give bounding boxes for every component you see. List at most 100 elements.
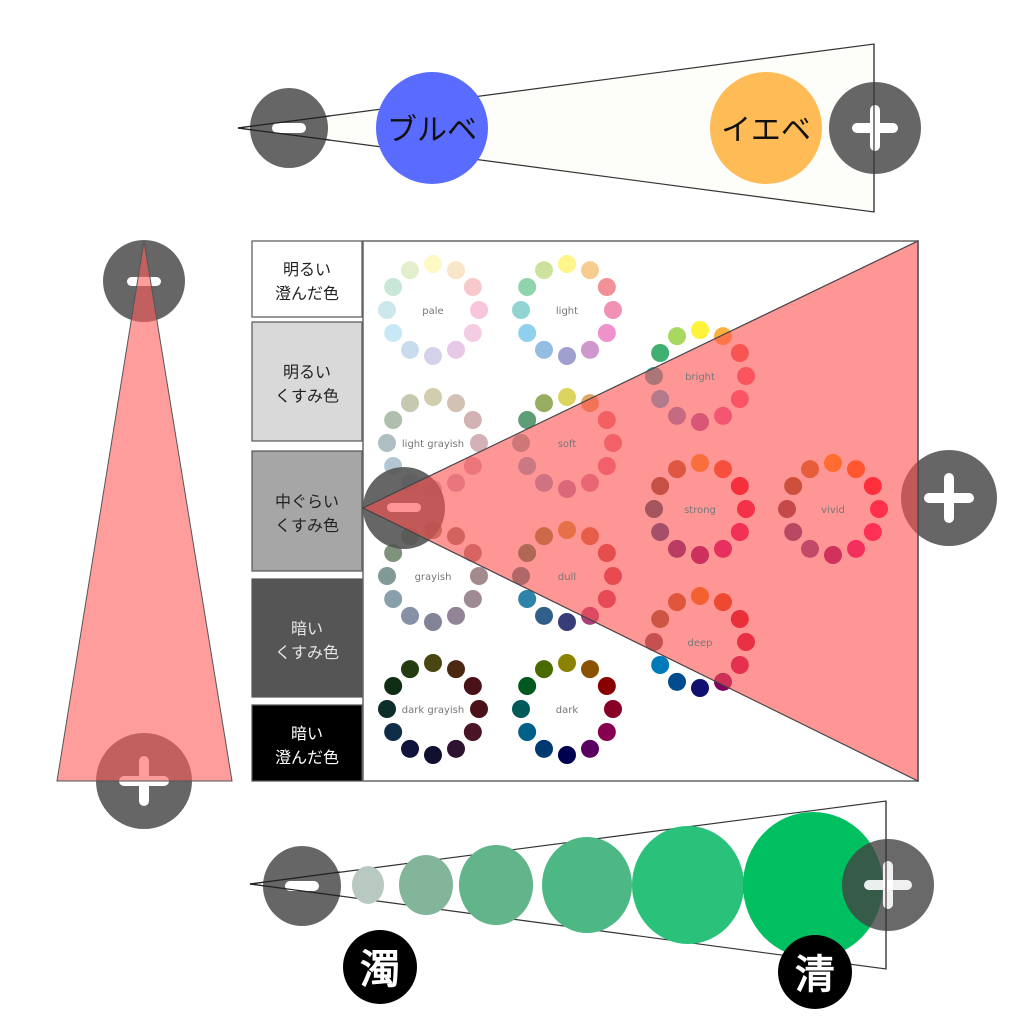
color-dot bbox=[378, 700, 396, 718]
brightness-wedge bbox=[56, 240, 233, 782]
brightness-label-line1: 中ぐらい bbox=[275, 492, 339, 511]
color-dot bbox=[384, 723, 403, 741]
color-dot bbox=[470, 301, 488, 319]
yellow-base-label: イエベ bbox=[721, 113, 811, 148]
color-dot bbox=[518, 723, 537, 741]
clarity-step-circle bbox=[743, 812, 883, 958]
clarity-step-circle bbox=[459, 845, 533, 925]
muddy-label: 濁 bbox=[360, 947, 400, 993]
blue-base-label: ブルベ bbox=[387, 113, 477, 148]
tone-wheel-label: dull bbox=[558, 572, 576, 583]
color-dot bbox=[668, 672, 686, 691]
tone-wheel-light bbox=[512, 255, 622, 365]
color-dot bbox=[384, 278, 403, 296]
plus-icon bbox=[901, 450, 997, 546]
brightness-label-line2: 澄んだ色 bbox=[275, 748, 339, 767]
color-dot bbox=[470, 434, 488, 452]
color-dot bbox=[463, 324, 482, 342]
brightness-label-line1: 暗い bbox=[291, 724, 323, 743]
color-dot bbox=[424, 613, 442, 631]
color-dot bbox=[651, 344, 670, 362]
clarity-steps bbox=[352, 812, 883, 958]
color-dot bbox=[535, 261, 553, 280]
tone-wheel-label: bright bbox=[685, 372, 715, 383]
color-dot bbox=[581, 739, 599, 758]
color-dot bbox=[581, 261, 599, 280]
tone-wheel-label: grayish bbox=[415, 572, 452, 583]
color-dot bbox=[463, 723, 482, 741]
color-dot bbox=[424, 347, 442, 365]
brightness-label-line2: くすみ色 bbox=[275, 643, 339, 662]
blue-yellow-base-scale: ブルベ イエベ bbox=[237, 43, 921, 213]
color-dot bbox=[447, 261, 465, 280]
tone-wheel-label: vivid bbox=[821, 505, 845, 516]
tone-wheel-label: strong bbox=[684, 505, 716, 516]
color-dot bbox=[447, 606, 465, 625]
brightness-label-line1: 明るい bbox=[283, 260, 331, 279]
color-dot bbox=[535, 606, 553, 625]
clarity-step-circle bbox=[352, 866, 384, 904]
color-dot bbox=[470, 567, 488, 585]
color-dot bbox=[401, 394, 419, 413]
color-dot bbox=[581, 340, 599, 359]
brightness-label-line1: 明るい bbox=[283, 363, 331, 382]
color-dot bbox=[558, 654, 576, 672]
color-dot bbox=[401, 606, 419, 625]
color-dot bbox=[558, 746, 576, 764]
tone-wheel-dark bbox=[512, 654, 622, 764]
color-dot bbox=[597, 723, 616, 741]
color-dot bbox=[384, 411, 403, 429]
color-dot bbox=[424, 654, 442, 672]
color-dot bbox=[535, 660, 553, 679]
color-dot bbox=[424, 746, 442, 764]
color-dot bbox=[384, 324, 403, 342]
color-dot bbox=[597, 324, 616, 342]
saturation-scale bbox=[361, 240, 997, 782]
color-dot bbox=[518, 590, 537, 608]
tone-wheel-label: pale bbox=[422, 306, 443, 317]
clear-badge bbox=[778, 935, 852, 1009]
clarity-scale: 濁 清 bbox=[249, 800, 934, 1009]
color-dot bbox=[604, 301, 622, 319]
color-dot bbox=[378, 434, 396, 452]
clear-label: 清 bbox=[795, 952, 835, 998]
tone-wheel-label: soft bbox=[558, 439, 577, 450]
color-dot bbox=[424, 255, 442, 273]
color-dot bbox=[378, 567, 396, 585]
color-dot bbox=[447, 739, 465, 758]
color-dot bbox=[691, 321, 709, 339]
color-dot bbox=[518, 677, 537, 695]
tone-wheel-label: dark bbox=[556, 705, 579, 716]
color-dot bbox=[384, 677, 403, 695]
color-dot bbox=[597, 677, 616, 695]
plus-icon bbox=[842, 839, 934, 931]
plus-icon bbox=[829, 82, 921, 174]
color-dot bbox=[518, 411, 537, 429]
color-dot bbox=[691, 679, 709, 697]
color-dot bbox=[424, 388, 442, 406]
tone-wheel-label: light bbox=[556, 306, 578, 317]
color-dot bbox=[401, 660, 419, 679]
color-dot bbox=[535, 739, 553, 758]
color-dot bbox=[378, 301, 396, 319]
color-dot bbox=[518, 278, 537, 296]
color-dot bbox=[470, 700, 488, 718]
color-dot bbox=[447, 660, 465, 679]
yellow-base-circle bbox=[710, 72, 822, 184]
color-dot bbox=[401, 739, 419, 758]
tone-wheel-label: light grayish bbox=[402, 439, 464, 450]
color-dot bbox=[401, 340, 419, 359]
clarity-step-circle bbox=[632, 826, 744, 944]
color-dot bbox=[535, 394, 553, 413]
brightness-label-line2: 澄んだ色 bbox=[275, 284, 339, 303]
tone-wheel-pale bbox=[378, 255, 488, 365]
brightness-label-line2: くすみ色 bbox=[275, 516, 339, 535]
color-dot bbox=[581, 660, 599, 679]
color-dot bbox=[668, 327, 686, 346]
